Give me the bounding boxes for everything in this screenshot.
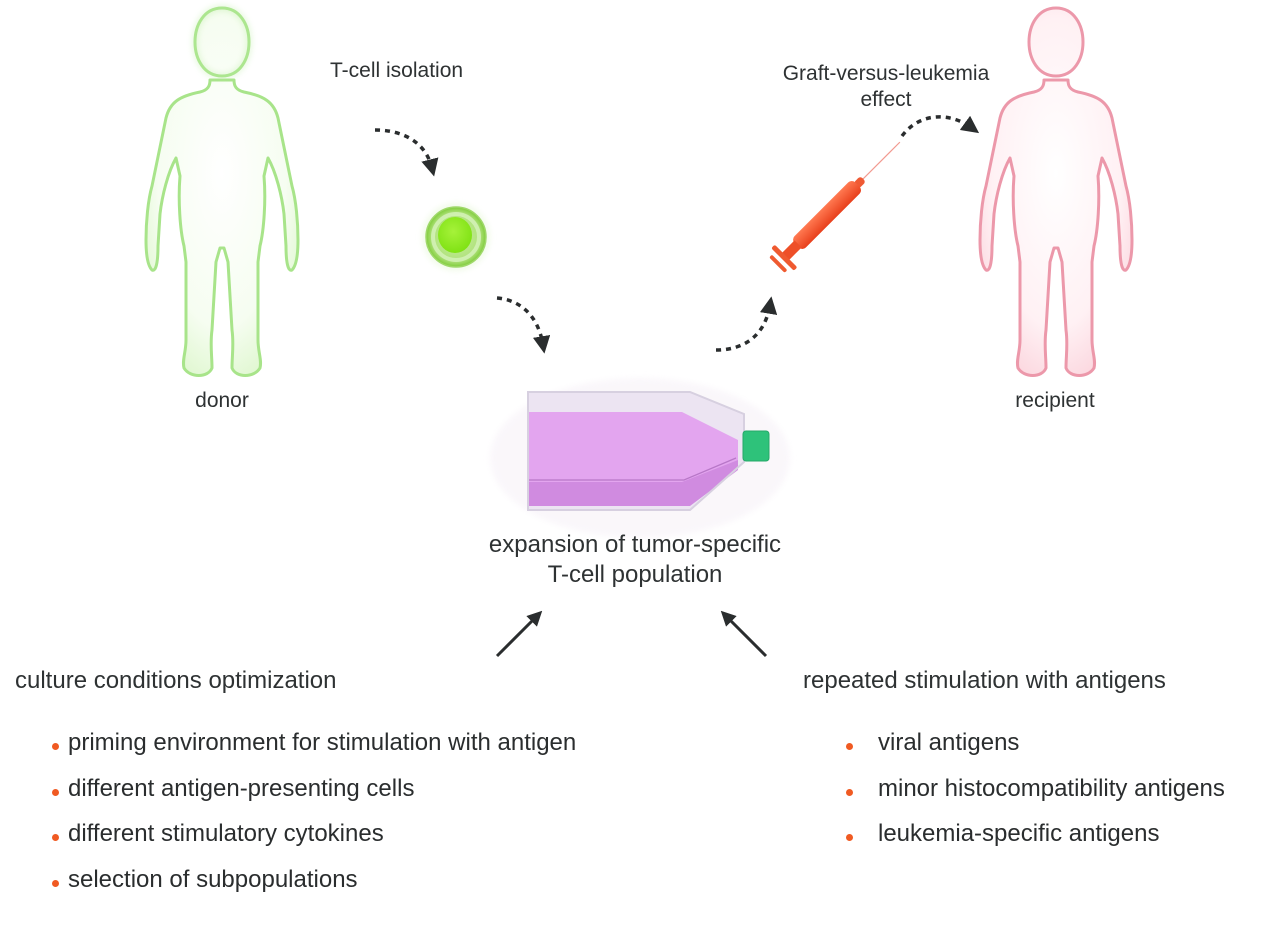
syringe-icon	[769, 141, 901, 273]
stimulation-arrow	[720, 610, 768, 658]
expansion-label-line2: T-cell population	[547, 561, 723, 588]
culture-list-item: priming environment for stimulation with…	[52, 729, 576, 757]
bullet-icon	[846, 743, 853, 750]
isolation-arrow-in	[374, 128, 439, 177]
bullet-icon	[52, 880, 59, 887]
culture-list-item: selection of subpopulations	[52, 866, 358, 894]
culture-list-item: different stimulatory cytokines	[52, 820, 384, 848]
isolation-arrow-out	[496, 296, 551, 354]
donor-label: donor	[195, 389, 249, 412]
bullet-icon	[52, 743, 59, 750]
bullet-icon	[846, 834, 853, 841]
gvl-label-line2: effect	[860, 88, 912, 111]
t-cell-icon	[422, 203, 490, 271]
infusion-arrow-up	[715, 296, 778, 352]
recipient-label: recipient	[1015, 389, 1095, 412]
stimulation-list-item: minor histocompatibility antigens	[846, 775, 1225, 803]
culture-arrow	[495, 610, 543, 658]
stimulation-heading: repeated stimulation with antigens	[803, 667, 1166, 694]
culture-list-item: different antigen-presenting cells	[52, 775, 414, 803]
donor-figure-icon	[144, 4, 300, 377]
recipient-figure-icon	[978, 6, 1134, 377]
gvl-label-line1: Graft-versus-leukemia	[782, 62, 990, 85]
culture-heading: culture conditions optimization	[15, 667, 337, 694]
culture-flask-icon	[490, 378, 790, 538]
gvl-arrow	[900, 115, 980, 138]
gvl-label: Graft-versus-leukemia effect	[756, 61, 1016, 113]
expansion-label-line1: expansion of tumor-specific	[488, 531, 782, 558]
stimulation-list-item: leukemia-specific antigens	[846, 820, 1159, 848]
stimulation-list-item: viral antigens	[846, 729, 1019, 757]
bullet-icon	[52, 834, 59, 841]
isolation-label: T-cell isolation	[330, 59, 464, 82]
bullet-icon	[846, 789, 853, 796]
expansion-label: expansion of tumor-specific T-cell popul…	[460, 530, 810, 590]
bullet-icon	[52, 789, 59, 796]
